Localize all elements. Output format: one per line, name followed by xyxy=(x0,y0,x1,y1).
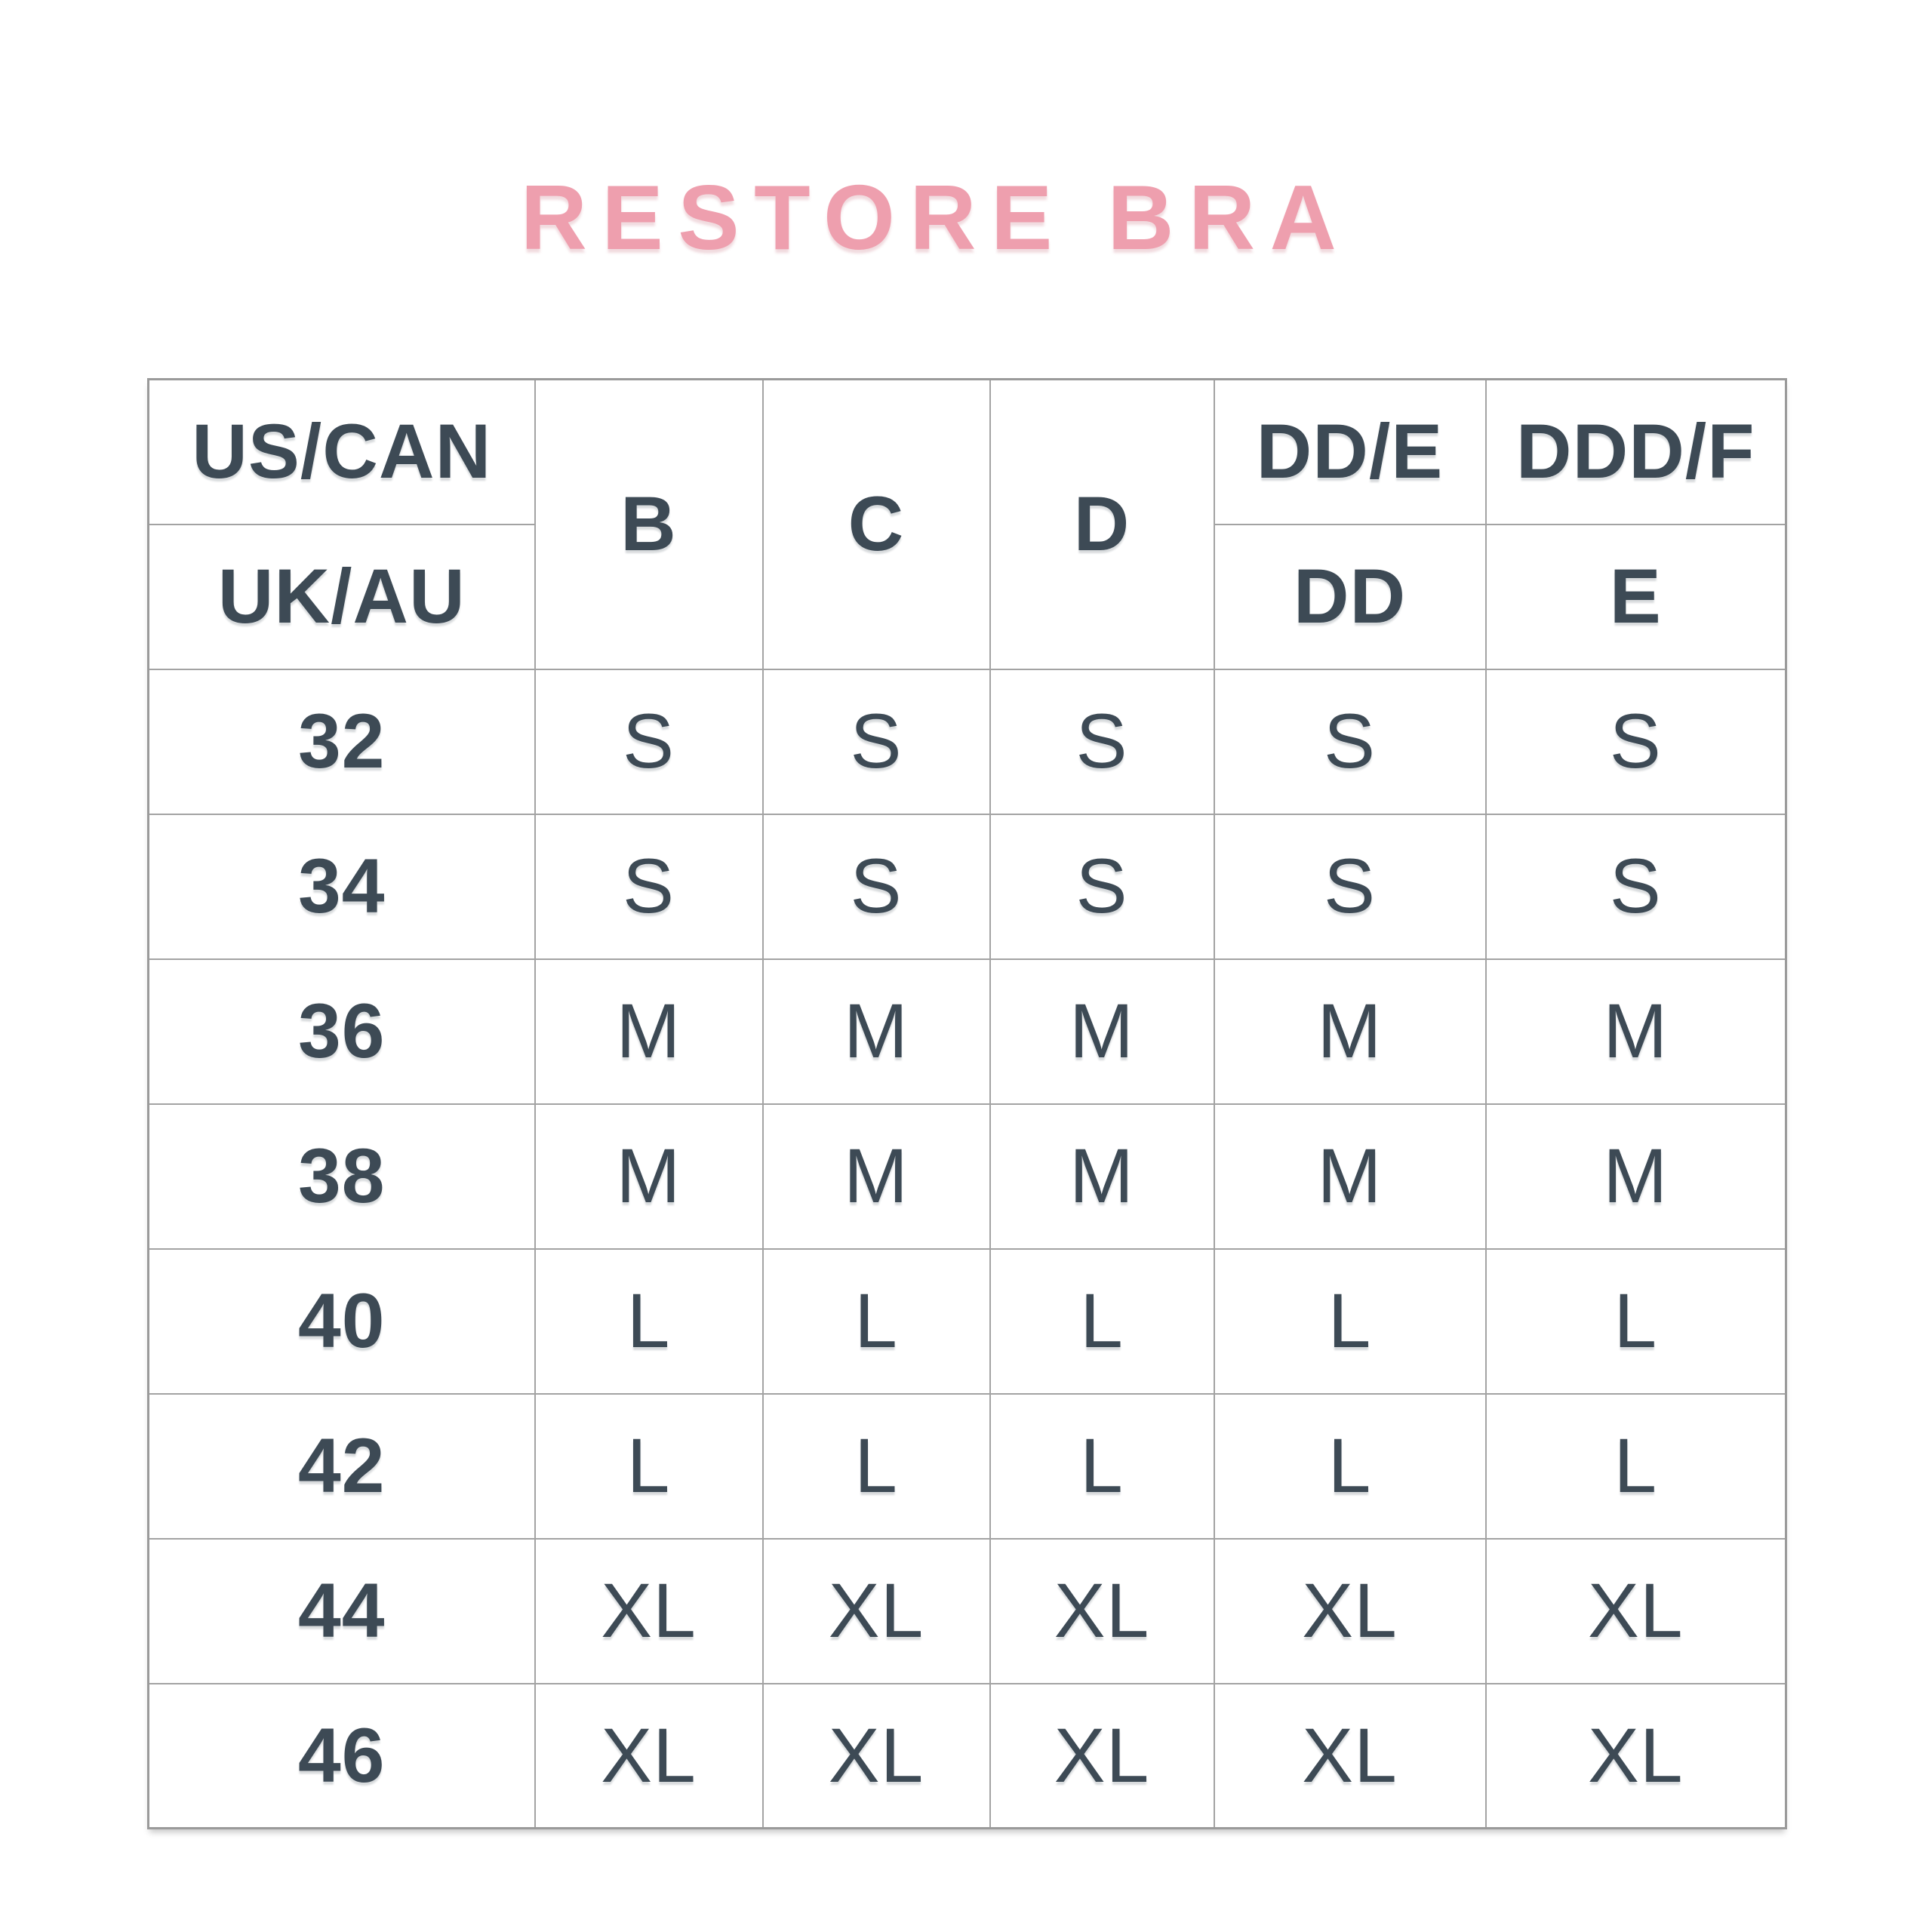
size-cell: S xyxy=(1213,668,1487,815)
band-label: 36 xyxy=(147,958,536,1105)
size-cell: L xyxy=(1213,1247,1487,1395)
band-label: 38 xyxy=(147,1103,536,1250)
size-cell: M xyxy=(534,958,764,1105)
size-cell: S xyxy=(761,813,991,960)
size-cell: L xyxy=(1484,1392,1787,1540)
header-cup-d: D xyxy=(989,378,1215,670)
size-cell: L xyxy=(534,1247,764,1395)
table-row: 34 S S S S S xyxy=(147,813,1787,960)
size-cell: XL xyxy=(1484,1682,1787,1829)
size-cell: L xyxy=(989,1392,1215,1540)
size-cell: M xyxy=(1213,1103,1487,1250)
size-cell: L xyxy=(1484,1247,1787,1395)
size-cell: S xyxy=(989,813,1215,960)
table-row: 32 S S S S S xyxy=(147,668,1787,815)
size-cell: L xyxy=(1213,1392,1487,1540)
size-cell: XL xyxy=(989,1682,1215,1829)
size-chart-table: US/CAN B C D DD/E DDD/F UK/AU DD E 32 S … xyxy=(147,378,1787,1829)
table-row: 38 M M M M M xyxy=(147,1103,1787,1250)
table-row: 42 L L L L L xyxy=(147,1392,1787,1540)
header-cup-e: E xyxy=(1484,523,1787,670)
size-cell: M xyxy=(534,1103,764,1250)
header-us-can: US/CAN xyxy=(147,378,536,525)
band-label: 46 xyxy=(147,1682,536,1829)
header-cup-dd-e: DD/E xyxy=(1213,378,1487,525)
table-row: 46 XL XL XL XL XL xyxy=(147,1682,1787,1829)
header-uk-au: UK/AU xyxy=(147,523,536,670)
size-cell: S xyxy=(1213,813,1487,960)
size-cell: M xyxy=(761,958,991,1105)
band-label: 44 xyxy=(147,1537,536,1684)
size-cell: L xyxy=(534,1392,764,1540)
size-cell: S xyxy=(761,668,991,815)
header-cup-dd: DD xyxy=(1213,523,1487,670)
band-label: 42 xyxy=(147,1392,536,1540)
size-cell: XL xyxy=(534,1537,764,1684)
table-row: 36 M M M M M xyxy=(147,958,1787,1105)
size-cell: XL xyxy=(534,1682,764,1829)
size-cell: M xyxy=(989,958,1215,1105)
header-cup-ddd-f: DDD/F xyxy=(1484,378,1787,525)
size-cell: XL xyxy=(761,1682,991,1829)
size-cell: L xyxy=(989,1247,1215,1395)
page-title: RESTORE BRA xyxy=(520,166,1352,269)
size-cell: L xyxy=(761,1247,991,1395)
size-cell: M xyxy=(1484,1103,1787,1250)
header-row-uk-au: UK/AU DD E xyxy=(147,523,1787,670)
header-cup-c: C xyxy=(761,378,991,670)
size-cell: S xyxy=(1484,668,1787,815)
header-row-us-can: US/CAN B C D DD/E DDD/F xyxy=(147,378,1787,670)
size-cell: XL xyxy=(989,1537,1215,1684)
header-cup-b: B xyxy=(534,378,764,670)
size-cell: XL xyxy=(1484,1537,1787,1684)
size-cell: XL xyxy=(1213,1537,1487,1684)
band-label: 32 xyxy=(147,668,536,815)
size-cell: M xyxy=(989,1103,1215,1250)
size-cell: S xyxy=(534,813,764,960)
size-cell: L xyxy=(761,1392,991,1540)
size-cell: XL xyxy=(761,1537,991,1684)
size-cell: M xyxy=(1484,958,1787,1105)
size-cell: S xyxy=(534,668,764,815)
size-cell: XL xyxy=(1213,1682,1487,1829)
size-cell: S xyxy=(1484,813,1787,960)
table-row: 44 XL XL XL XL XL xyxy=(147,1537,1787,1684)
band-label: 40 xyxy=(147,1247,536,1395)
size-cell: S xyxy=(989,668,1215,815)
band-label: 34 xyxy=(147,813,536,960)
table-row: 40 L L L L L xyxy=(147,1247,1787,1395)
size-cell: M xyxy=(761,1103,991,1250)
size-cell: M xyxy=(1213,958,1487,1105)
